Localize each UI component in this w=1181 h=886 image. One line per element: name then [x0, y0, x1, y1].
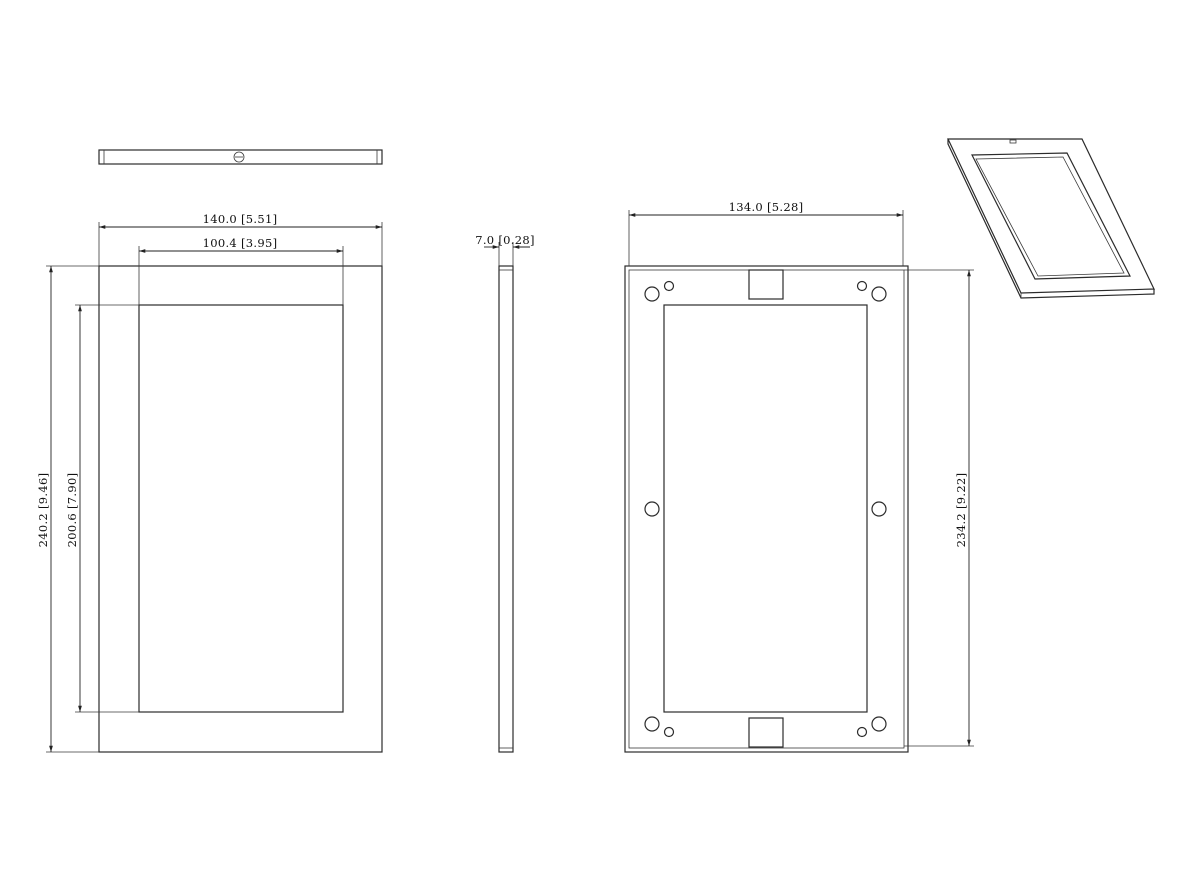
side-depth-label: 7.0 [0.28]: [475, 233, 535, 247]
mount-hole: [644, 286, 660, 302]
front-screen-width-label: 100.4 [3.95]: [203, 236, 278, 250]
mount-hole: [644, 501, 660, 517]
back-width-dimension: 134.0 [5.28]: [628, 200, 904, 266]
mount-hole: [644, 716, 660, 732]
mount-hole: [856, 280, 868, 292]
front-height-label: 240.2 [9.46]: [36, 473, 50, 548]
mount-hole: [871, 716, 887, 732]
front-width-dimension: 140.0 [5.51]: [98, 212, 383, 266]
top-view: [98, 149, 383, 165]
front-screen-height-dimension: 200.6 [7.90]: [65, 304, 139, 713]
mount-hole: [663, 726, 675, 738]
side-view: [498, 265, 514, 753]
front-screen-width-dimension: 100.4 [3.95]: [138, 236, 344, 305]
front-screen-height-label: 200.6 [7.90]: [65, 473, 79, 548]
mount-hole: [871, 501, 887, 517]
back-view: [624, 265, 909, 753]
mount-hole: [871, 286, 887, 302]
front-view: [98, 265, 383, 753]
back-height-label: 234.2 [9.22]: [954, 473, 968, 548]
side-depth-dimension: 7.0 [0.28]: [475, 233, 535, 266]
front-width-label: 140.0 [5.51]: [203, 212, 278, 226]
mount-hole: [856, 726, 868, 738]
back-width-label: 134.0 [5.28]: [729, 200, 804, 214]
mount-hole: [663, 280, 675, 292]
isometric-view: [947, 138, 1155, 299]
front-height-dimension: 240.2 [9.46]: [36, 265, 99, 753]
back-height-dimension: 234.2 [9.22]: [904, 269, 974, 747]
